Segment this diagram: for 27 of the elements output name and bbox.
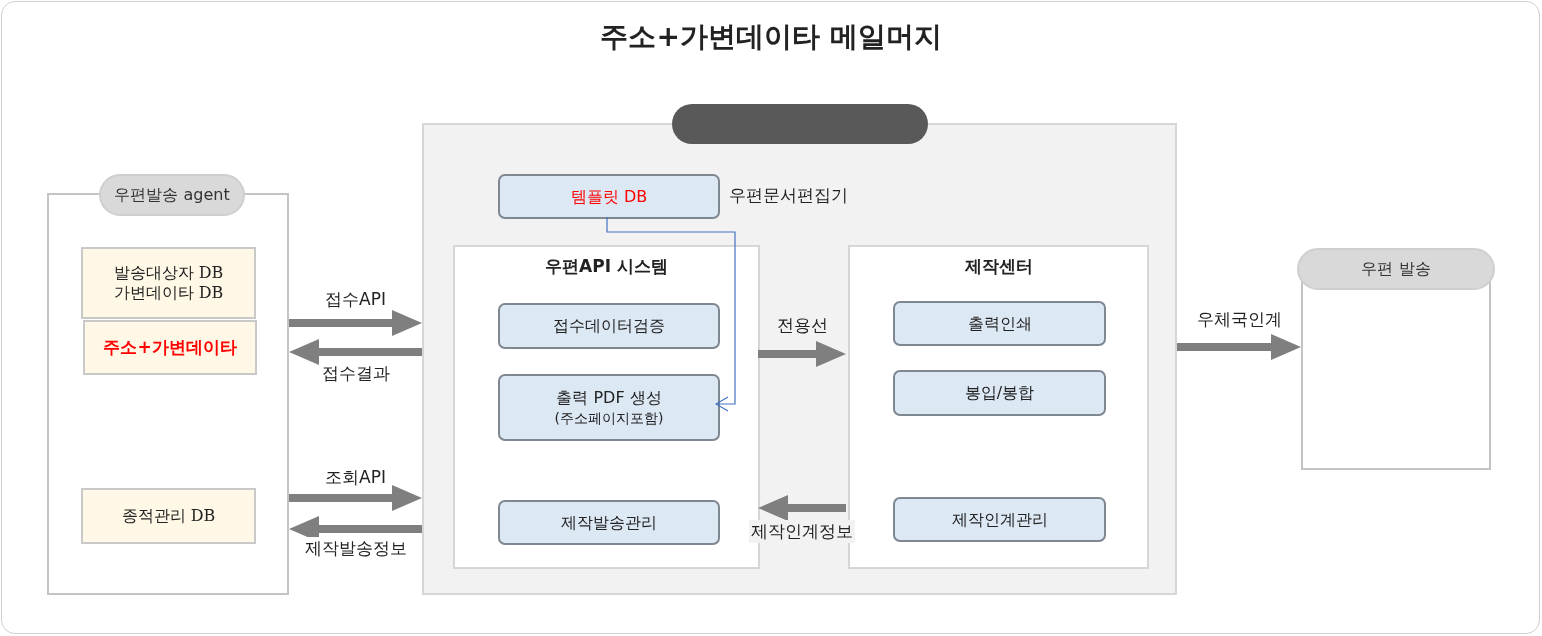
process-box: 봉입/봉합: [893, 370, 1106, 416]
label-text: 출력 PDF 생성: [556, 388, 662, 409]
arrow: [289, 339, 422, 365]
panel-heading: 제작센터: [963, 255, 1034, 278]
database-box: 발송대상자 DB 가변데이타 DB: [81, 247, 256, 319]
process-box: 접수데이터검증: [498, 303, 720, 349]
arrow: [1177, 334, 1301, 360]
label-note: (주소페이지포함): [554, 408, 664, 427]
header-tab: 우편 발송: [1297, 248, 1495, 290]
process-box: 템플릿 DB: [498, 174, 720, 219]
edge-label: 제작발송정보: [302, 537, 409, 560]
diagram-title: 주소+가변데이타 메일머지: [599, 19, 943, 55]
process-box: 출력인쇄: [893, 301, 1106, 346]
database-box: 주소+가변데이타: [83, 320, 257, 375]
arrow: [289, 485, 422, 511]
arrow: [758, 341, 846, 367]
arrow: [758, 495, 846, 521]
arrow: [606, 216, 736, 412]
panel-heading: 우편API 시스템: [544, 255, 669, 278]
header-tab: 우편발송 agent: [99, 174, 245, 216]
process-box: [498, 374, 720, 441]
arrow: [289, 310, 422, 336]
edge-label: 제작인계정보: [749, 520, 855, 543]
database-box: 종적관리 DB: [81, 488, 256, 544]
process-box: 제작발송관리: [498, 500, 720, 545]
process-box: 제작인계관리: [893, 497, 1106, 542]
side-caption: 우편문서편집기: [729, 184, 848, 207]
